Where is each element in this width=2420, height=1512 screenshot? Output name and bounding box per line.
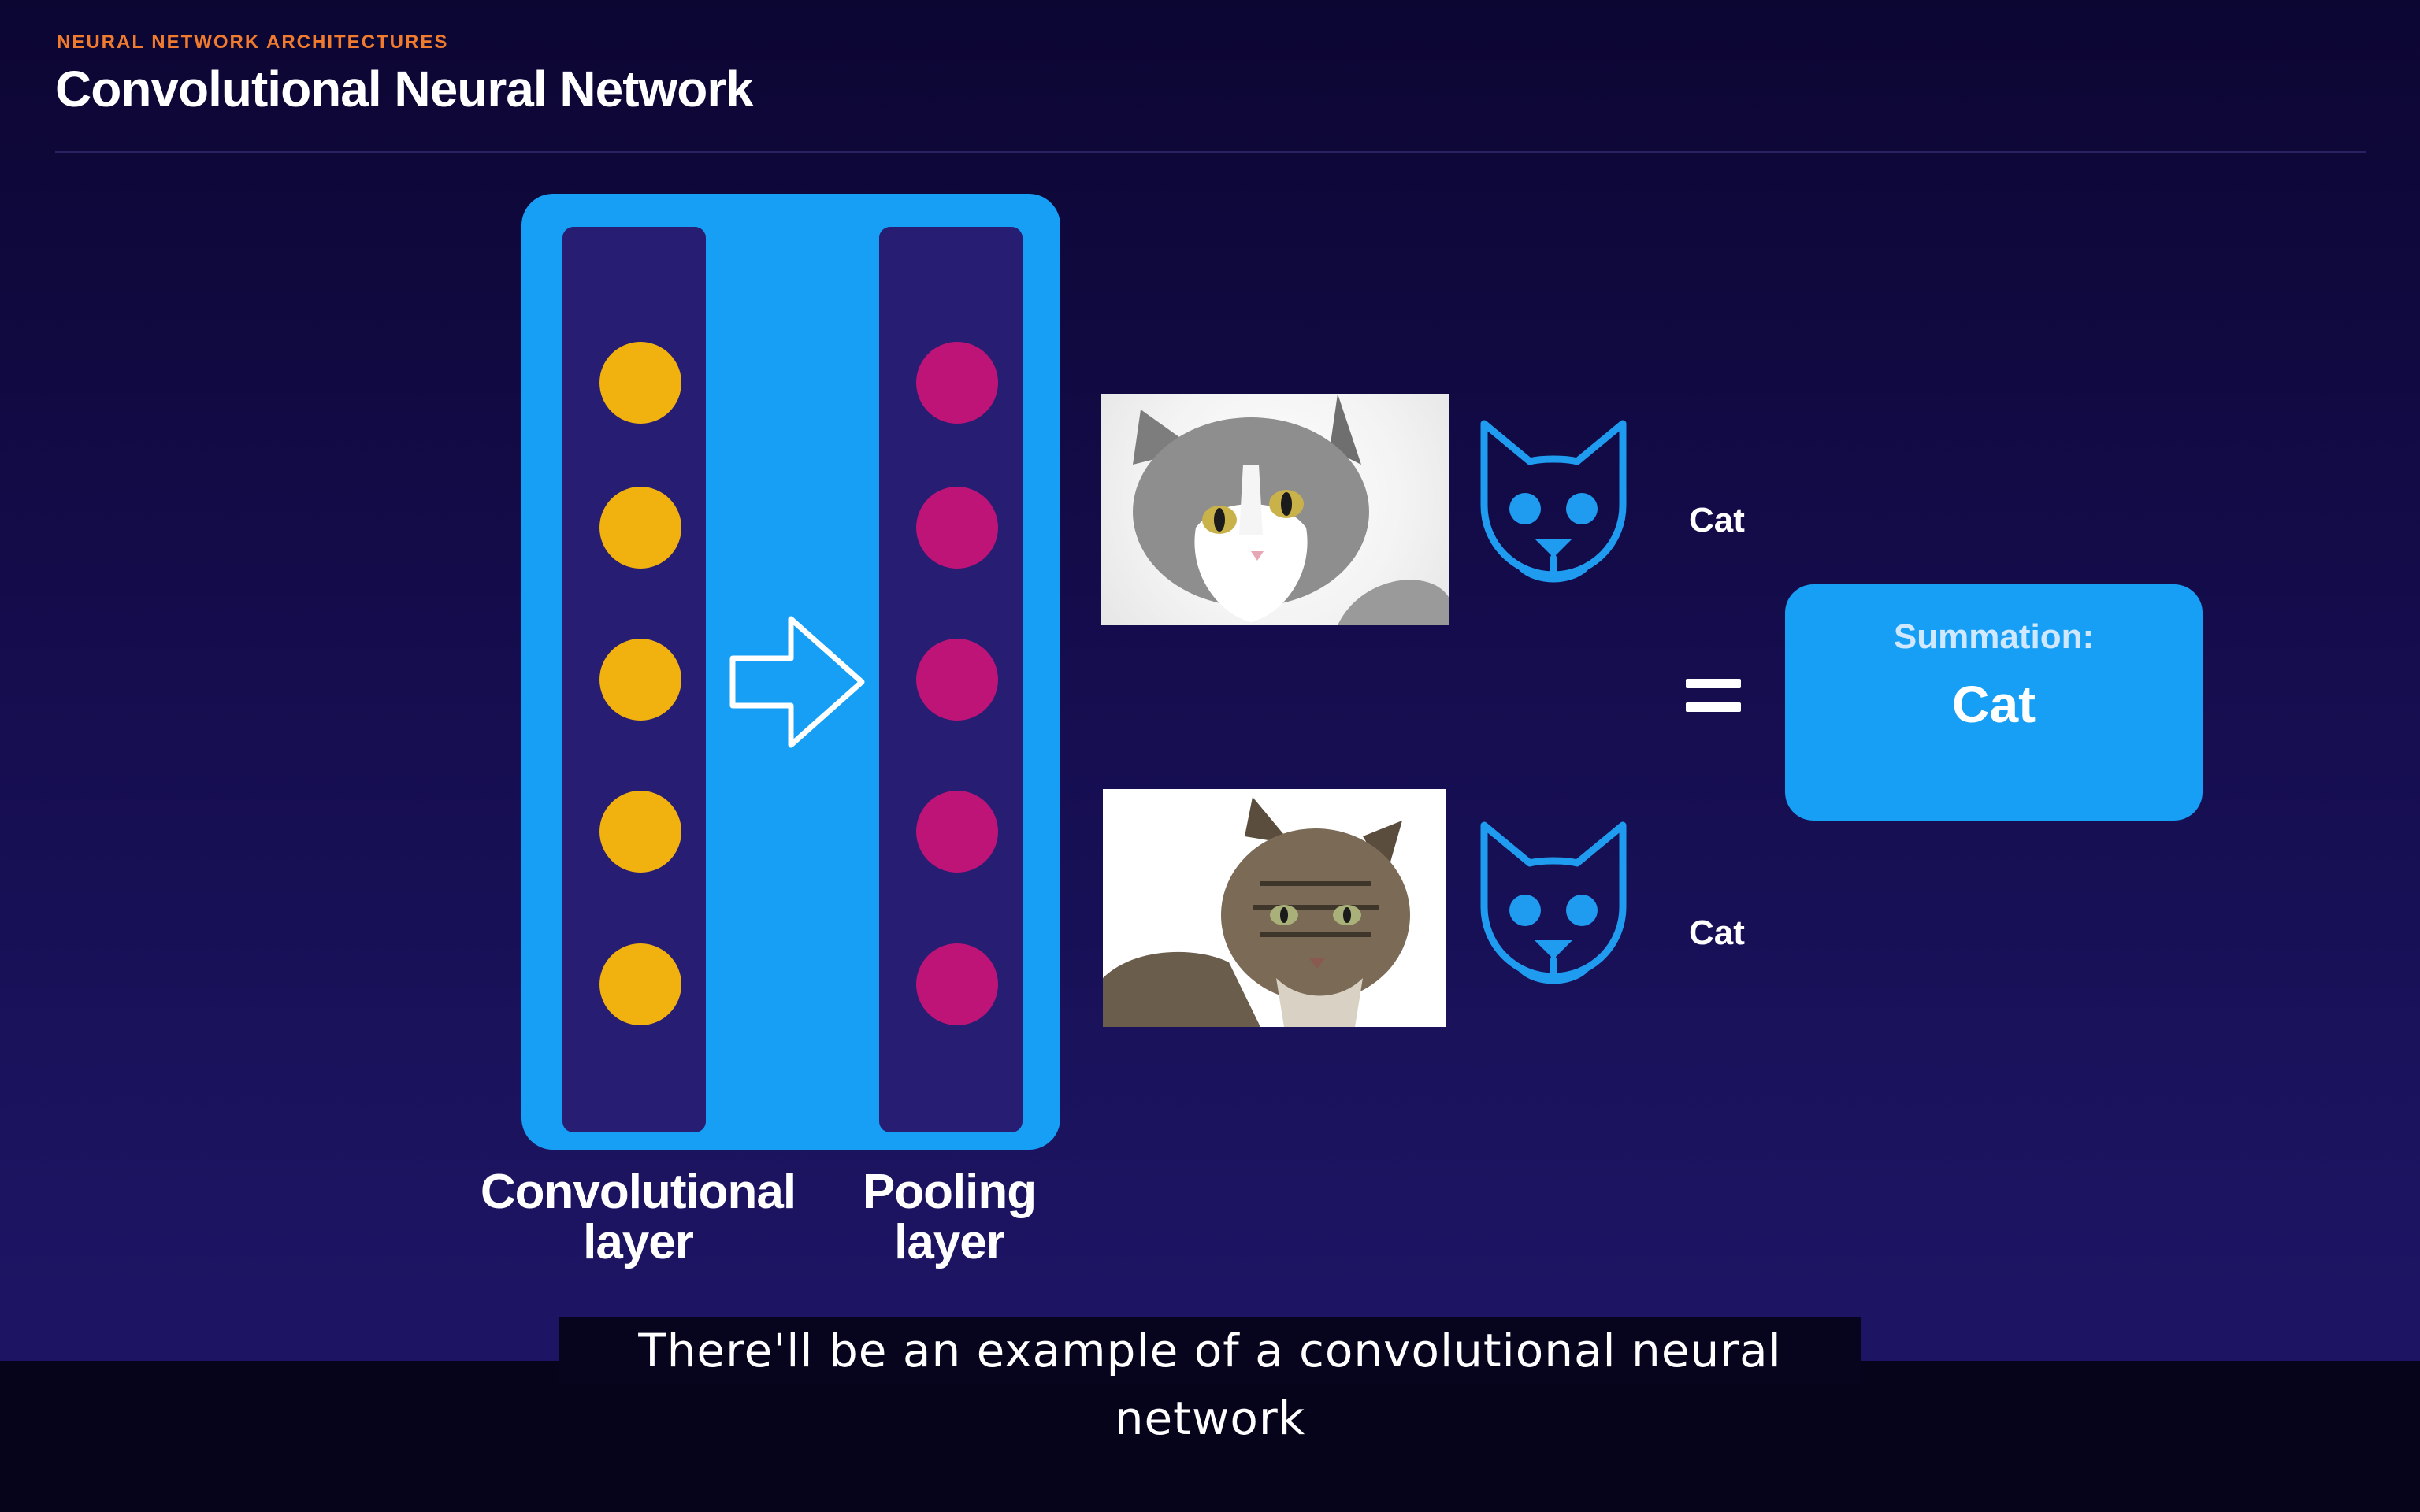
pooling-layer-column [879,227,1023,1132]
pooling-node [916,791,998,873]
classification-label-2: Cat [1689,914,1745,952]
network-panel [521,194,1060,1150]
summation-box: Summation: Cat [1785,584,2203,821]
pooling-node [916,487,998,569]
pooling-node [916,639,998,721]
caption-bar [0,1361,2420,1512]
hollow-right-arrow-icon [729,616,865,748]
section-kicker: NEURAL NETWORK ARCHITECTURES [57,32,449,53]
pooling-node [916,342,998,424]
convolutional-node [599,342,681,424]
pooling-node [916,943,998,1025]
cat-face-icon [1480,420,1627,583]
pooling-layer-label: Pooling layer [862,1165,1037,1269]
convolutional-node [599,943,681,1025]
cat-face-icon [1480,821,1627,984]
title-divider [55,151,2366,153]
convolutional-layer-column [562,227,706,1132]
convolutional-node [599,791,681,873]
video-caption: There'll be an example of a convolutiona… [559,1317,1861,1445]
equals-sign [1686,679,1741,726]
slide-title: Convolutional Neural Network [55,61,754,117]
convolutional-node [599,639,681,721]
cat-photo-tabby [1103,789,1446,1027]
convolutional-node [599,487,681,569]
summation-value: Cat [1951,675,2036,733]
summation-label: Summation: [1893,617,2095,656]
classification-label-1: Cat [1689,501,1745,539]
cat-photo-gray-white [1101,394,1449,625]
convolutional-layer-label: Convolutional layer [480,1165,796,1269]
